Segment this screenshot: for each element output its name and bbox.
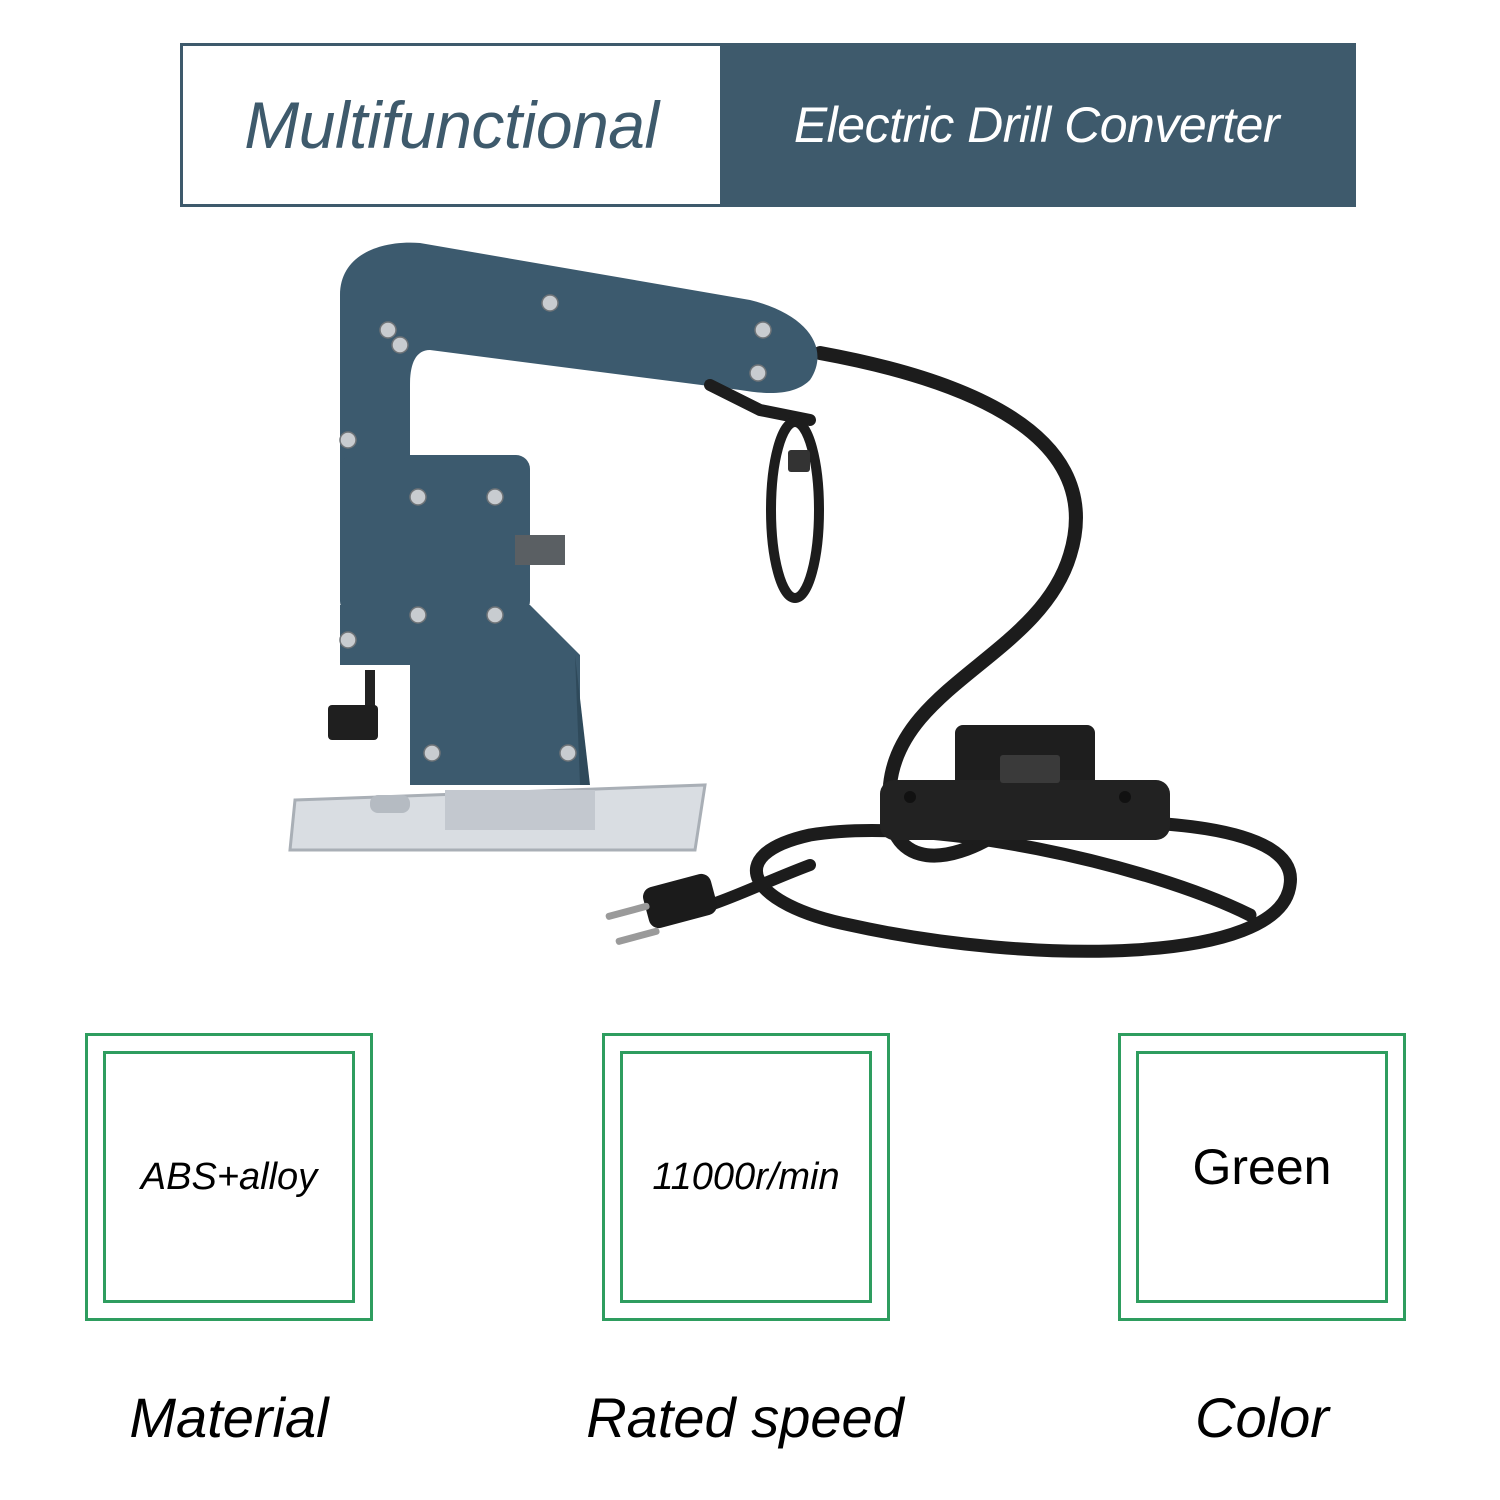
banner-subtitle: Electric Drill Converter xyxy=(793,97,1280,153)
spec-card-color: Green xyxy=(1118,1033,1406,1321)
banner-title: Multifunctional xyxy=(244,88,659,162)
spec-card-inner: ABS+alloy xyxy=(103,1051,355,1303)
spec-value-color: Green xyxy=(1192,1139,1332,1195)
spec-label-rated-speed: Rated speed xyxy=(586,1386,904,1449)
switch-box-icon xyxy=(880,725,1170,840)
spec-value-material: ABS+alloy xyxy=(140,1155,318,1198)
spec-value-rated-speed: 11000r/min xyxy=(652,1155,840,1198)
power-cord xyxy=(813,346,1083,863)
spec-card-inner: Green xyxy=(1136,1051,1388,1303)
screw-icons xyxy=(339,294,772,762)
spec-card-material: ABS+alloy xyxy=(85,1033,373,1321)
tool-body-icon xyxy=(340,242,818,785)
title-banner: Multifunctional Electric Drill Converter xyxy=(180,43,1356,207)
power-cord-loop xyxy=(750,815,1297,958)
drive-shaft-icon xyxy=(515,535,565,565)
spec-card-inner: 11000r/min xyxy=(620,1051,872,1303)
banner-left-panel: Multifunctional xyxy=(183,46,720,204)
handle-guard-icon xyxy=(704,379,824,603)
spec-label-material: Material xyxy=(129,1386,329,1449)
base-plate-icon xyxy=(288,783,707,852)
banner-right-panel: Electric Drill Converter xyxy=(720,46,1353,204)
spec-label-color: Color xyxy=(1195,1386,1329,1449)
blade-clamp-icon xyxy=(328,670,378,740)
power-cord-end xyxy=(704,859,816,911)
spec-card-rated-speed: 11000r/min xyxy=(602,1033,890,1321)
plug-icon xyxy=(605,873,717,945)
drill-converter-illustration xyxy=(288,242,1297,958)
